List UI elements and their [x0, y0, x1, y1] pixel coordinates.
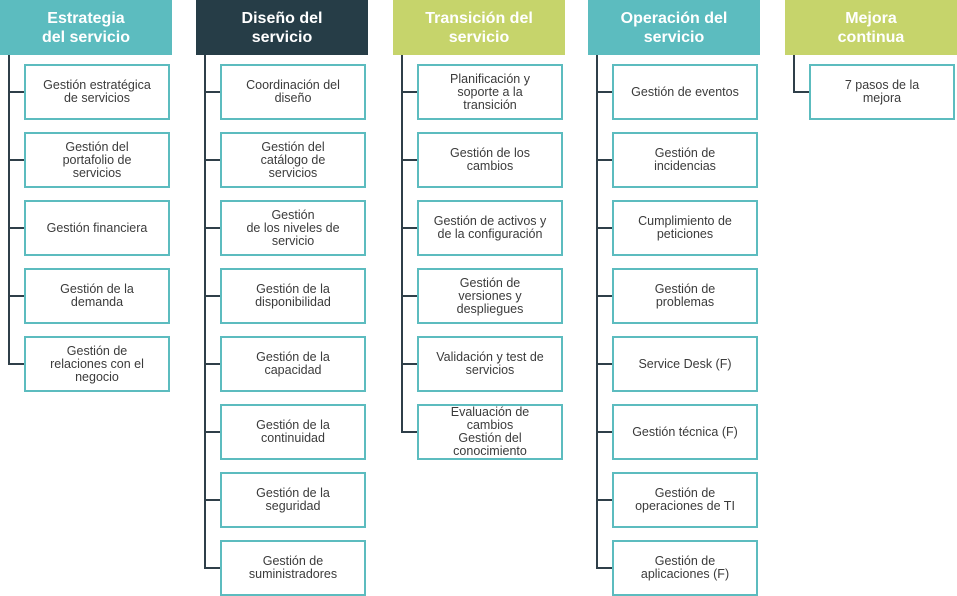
connector-line [596, 91, 612, 93]
column-header: Mejora continua [785, 0, 957, 55]
tree-trunk-line [596, 55, 598, 568]
process-box: Gestión de aplicaciones (F) [612, 540, 758, 596]
process-box: Gestión de eventos [612, 64, 758, 120]
connector-line [401, 295, 417, 297]
connector-line [596, 227, 612, 229]
connector-line [596, 567, 612, 569]
process-box: Gestión de los niveles de servicio [220, 200, 366, 256]
process-box: Validación y test de servicios [417, 336, 563, 392]
connector-line [8, 295, 24, 297]
process-box: Coordinación del diseño [220, 64, 366, 120]
process-box: Gestión técnica (F) [612, 404, 758, 460]
connector-line [401, 227, 417, 229]
process-box: Service Desk (F) [612, 336, 758, 392]
tree-trunk-line [204, 55, 206, 568]
process-box: Gestión de la capacidad [220, 336, 366, 392]
process-box: Gestión de operaciones de TI [612, 472, 758, 528]
connector-line [204, 363, 220, 365]
process-box: Gestión de activos y de la configuración [417, 200, 563, 256]
connector-line [204, 431, 220, 433]
connector-line [204, 567, 220, 569]
process-box: Gestión de la disponibilidad [220, 268, 366, 324]
column-header: Diseño del servicio [196, 0, 368, 55]
process-box: Gestión de problemas [612, 268, 758, 324]
connector-line [204, 227, 220, 229]
connector-line [204, 295, 220, 297]
connector-line [401, 159, 417, 161]
connector-line [596, 295, 612, 297]
process-box: Gestión de incidencias [612, 132, 758, 188]
connector-line [596, 499, 612, 501]
process-box: 7 pasos de la mejora [809, 64, 955, 120]
process-box: Gestión de la continuidad [220, 404, 366, 460]
connector-line [596, 159, 612, 161]
connector-line [401, 431, 417, 433]
process-box: Gestión del catálogo de servicios [220, 132, 366, 188]
connector-line [204, 499, 220, 501]
process-box: Gestión de relaciones con el negocio [24, 336, 170, 392]
process-box: Gestión estratégica de servicios [24, 64, 170, 120]
tree-trunk-line [8, 55, 10, 364]
column-header: Estrategia del servicio [0, 0, 172, 55]
connector-line [8, 227, 24, 229]
tree-trunk-line [401, 55, 403, 432]
connector-line [596, 363, 612, 365]
process-box: Gestión de la seguridad [220, 472, 366, 528]
process-box: Gestión del portafolio de servicios [24, 132, 170, 188]
connector-line [8, 363, 24, 365]
connector-line [401, 91, 417, 93]
process-box: Gestión de la demanda [24, 268, 170, 324]
tree-trunk-line [793, 55, 795, 92]
process-box: Gestión financiera [24, 200, 170, 256]
process-box: Gestión de los cambios [417, 132, 563, 188]
process-box: Cumplimiento de peticiones [612, 200, 758, 256]
connector-line [204, 91, 220, 93]
connector-line [596, 431, 612, 433]
column-header: Operación del servicio [588, 0, 760, 55]
process-box: Gestión de suministradores [220, 540, 366, 596]
connector-line [204, 159, 220, 161]
process-box: Gestión de versiones y despliegues [417, 268, 563, 324]
connector-line [8, 159, 24, 161]
connector-line [8, 91, 24, 93]
process-box: Planificación y soporte a la transición [417, 64, 563, 120]
column-header: Transición del servicio [393, 0, 565, 55]
connector-line [401, 363, 417, 365]
connector-line [793, 91, 809, 93]
process-box: Evaluación de cambios Gestión del conoci… [417, 404, 563, 460]
